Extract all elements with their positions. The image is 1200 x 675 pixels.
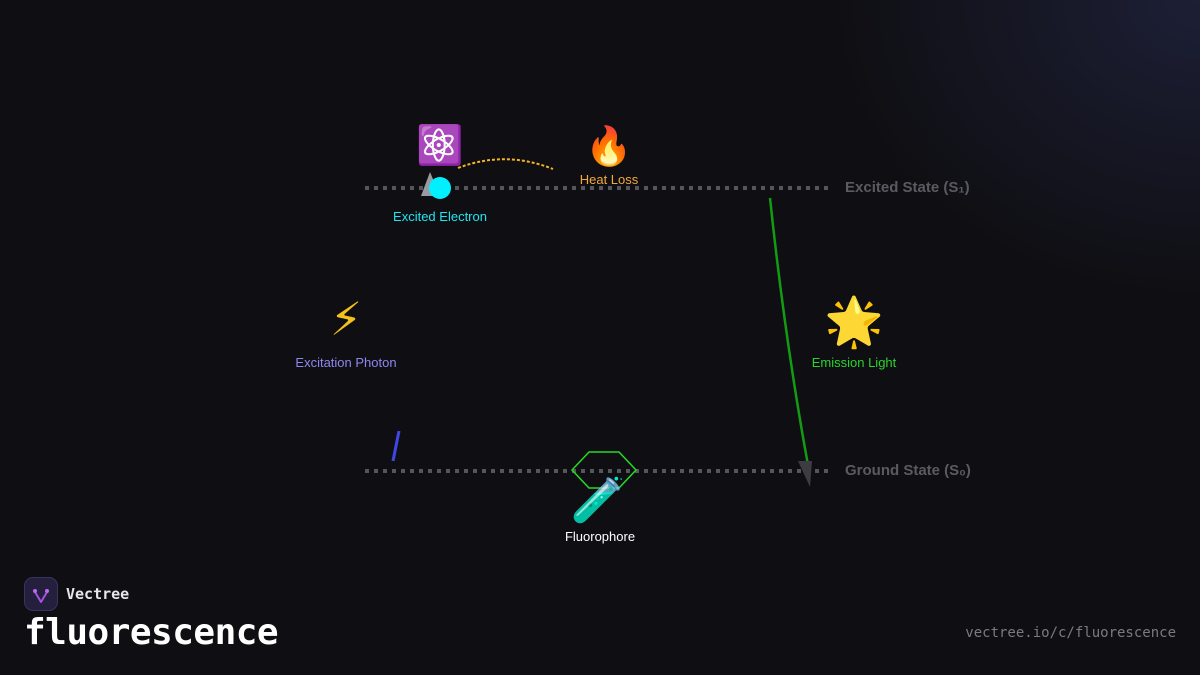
excited-electron-dot xyxy=(429,177,451,199)
star-icon: 🌟 xyxy=(824,294,884,350)
fluorophore-label: Fluorophore xyxy=(564,529,636,544)
atom-icon: ⚛️ xyxy=(416,123,464,167)
page-title: fluorescence xyxy=(24,612,279,653)
fluorophore-hexagon xyxy=(570,451,638,489)
emission-arrow-head xyxy=(798,461,812,487)
fire-icon: 🔥 xyxy=(585,124,633,168)
page-url[interactable]: vectree.io/c/fluorescence xyxy=(965,625,1176,641)
excitation-photon-path xyxy=(391,430,401,462)
vectree-logo-icon xyxy=(24,577,58,611)
test-tube-icon: 🧪 xyxy=(570,475,626,526)
excitation-photon-label: Excitation Photon xyxy=(295,355,397,370)
excited-state-label: Excited State (S₁) xyxy=(845,179,970,196)
ground-state-label: Ground State (S₀) xyxy=(845,462,971,479)
heat-loss-label: Heat Loss xyxy=(579,172,639,187)
lightning-icon: ⚡ xyxy=(329,292,363,346)
emission-path xyxy=(768,197,810,466)
heat-loss-path xyxy=(457,158,554,170)
emission-light-label: Emission Light xyxy=(811,355,897,370)
excited-electron-label: Excited Electron xyxy=(393,209,487,224)
brand-name: Vectree xyxy=(66,585,130,603)
